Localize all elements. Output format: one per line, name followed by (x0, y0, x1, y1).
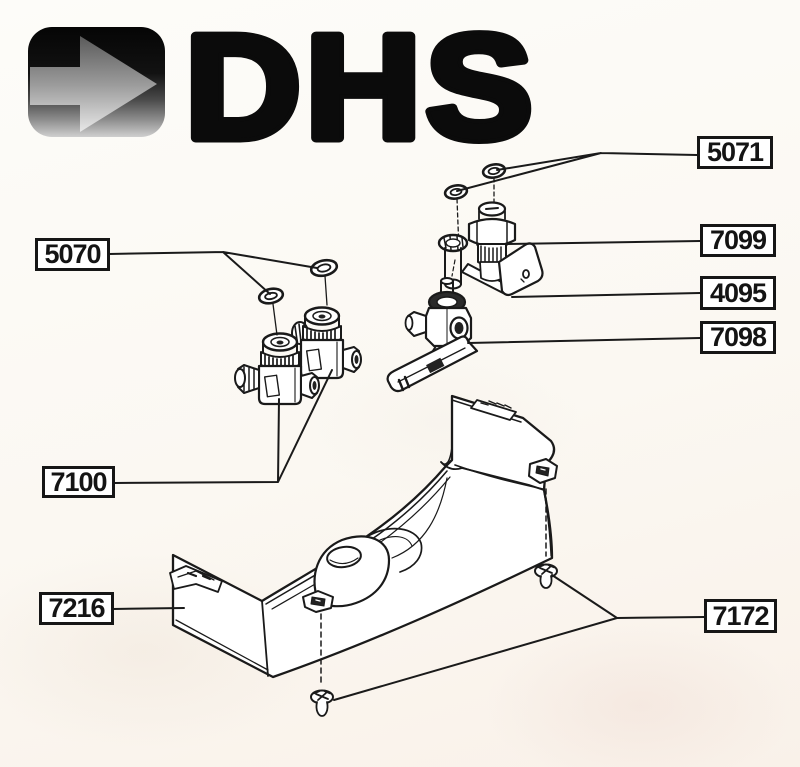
leader-4095 (511, 292, 701, 298)
leader-7099 (505, 240, 701, 245)
part-number: 7216 (48, 593, 105, 623)
leader-7172 (333, 574, 705, 701)
tray-clip-mid (302, 590, 334, 613)
part-label-7098: 7098 (700, 321, 776, 354)
tray-funnel (313, 527, 423, 608)
leader-5071 (456, 152, 698, 192)
leader-7098 (467, 337, 701, 344)
dhs-logo-graphic: DHS (28, 22, 538, 150)
drip-tray-drawing (169, 394, 558, 679)
part-label-7216: 7216 (39, 592, 114, 625)
push-pin-right (534, 488, 558, 589)
part-number: 4095 (709, 277, 767, 308)
part-number: 7099 (709, 225, 767, 255)
tray-clip-left (169, 565, 223, 593)
dhs-logo: DHS (25, 22, 545, 150)
part-label-7172: 7172 (704, 599, 777, 633)
part-number: 7098 (709, 322, 767, 352)
valve-pair-drawing (234, 306, 362, 406)
leader-lines (108, 152, 705, 701)
upper-valve-drawing (437, 177, 517, 295)
leader-7216 (112, 607, 185, 610)
part-label-5071: 5071 (697, 136, 773, 169)
part-label-7099: 7099 (700, 224, 776, 257)
part-label-4095: 4095 (700, 276, 776, 310)
o-ring-pair-5070 (257, 258, 339, 336)
part-number: 7100 (50, 466, 107, 497)
part-number: 7172 (712, 600, 769, 631)
ball-valve-drawing (386, 277, 479, 393)
brand-text: DHS (185, 22, 537, 150)
part-label-5070: 5070 (35, 238, 110, 271)
leader-5070 (108, 251, 318, 295)
part-label-7100: 7100 (42, 466, 115, 498)
right-arrow-icon (28, 27, 165, 137)
part-number: 5071 (706, 137, 764, 167)
part-number: 5070 (44, 239, 101, 269)
tray-clip-right (528, 458, 558, 484)
push-pin-bottom (310, 613, 334, 717)
leader-7100 (113, 369, 333, 484)
